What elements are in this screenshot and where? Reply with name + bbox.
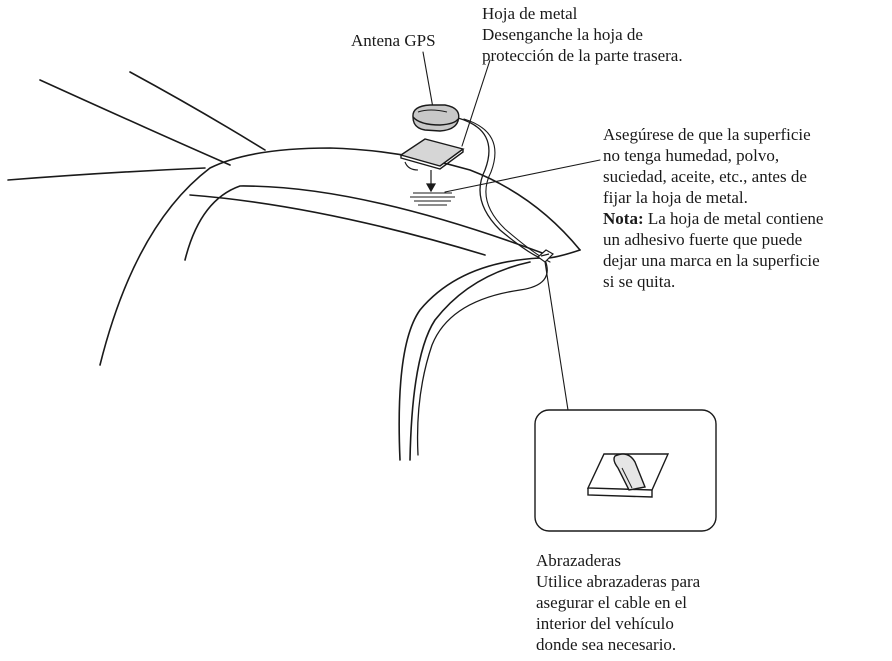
leader-clamp — [544, 261, 569, 411]
clamps-line: asegurar el cable en el — [536, 593, 688, 612]
surface-note-line: suciedad, aceite, etc., antes de — [603, 167, 807, 186]
surface-note-line: fijar la hoja de metal. — [603, 188, 748, 207]
nota-line: Nota: La hoja de metal contiene — [603, 208, 823, 229]
nota-line: si se quita. — [603, 272, 676, 291]
a-pillar-line-mid — [129, 71, 266, 151]
nota-line: dejar una marca en la superficie — [603, 251, 820, 270]
gps-antenna-icon — [412, 104, 460, 132]
roof-inner-curve — [184, 185, 546, 261]
surface-note-label: Asegúrese de que la superficie no tenga … — [603, 124, 823, 292]
metal-sheet-line: Desenganche la hoja de — [482, 25, 643, 44]
clamps-line: interior del vehículo — [536, 614, 674, 633]
leader-surface — [444, 159, 601, 193]
leader-gps — [422, 51, 434, 109]
metal-sheet-icon — [399, 138, 465, 171]
roof-clamp-icon — [537, 249, 554, 263]
metal-sheet-line: protección de la parte trasera. — [482, 46, 683, 65]
roof-outline — [99, 147, 581, 366]
clamps-line: Utilice abrazaderas para — [536, 572, 701, 591]
nota-text: La hoja de metal contiene — [643, 209, 824, 228]
leader-metal-sheet — [461, 59, 491, 147]
antenna-cable-parallel — [463, 118, 551, 263]
surface-symbol-icon — [410, 192, 455, 206]
nota-label: Nota: — [603, 209, 644, 228]
clamp-detail-icon — [586, 453, 670, 498]
placement-arrow — [425, 170, 437, 193]
rear-frame-inner — [409, 261, 531, 461]
metal-sheet-label: Hoja de metal Desenganche la hoja de pro… — [482, 3, 683, 66]
nota-line: un adhesivo fuerte que puede — [603, 230, 803, 249]
a-pillar-line-upper — [39, 79, 231, 166]
clamps-title: Abrazaderas — [536, 551, 621, 570]
gps-antenna-label: Antena GPS — [351, 30, 436, 51]
a-pillar-line-lower — [7, 167, 206, 181]
surface-note-line: Asegúrese de que la superficie — [603, 125, 811, 144]
antenna-cable — [416, 117, 548, 456]
surface-note-line: no tenga humedad, polvo, — [603, 146, 780, 165]
clamp-detail-box — [534, 409, 717, 532]
metal-sheet-title: Hoja de metal — [482, 4, 578, 23]
clamps-line: donde sea necesario. — [536, 635, 677, 654]
clamps-label: Abrazaderas Utilice abrazaderas para ase… — [536, 550, 700, 655]
roof-crease — [189, 194, 486, 256]
gps-antenna-text: Antena GPS — [351, 31, 436, 50]
